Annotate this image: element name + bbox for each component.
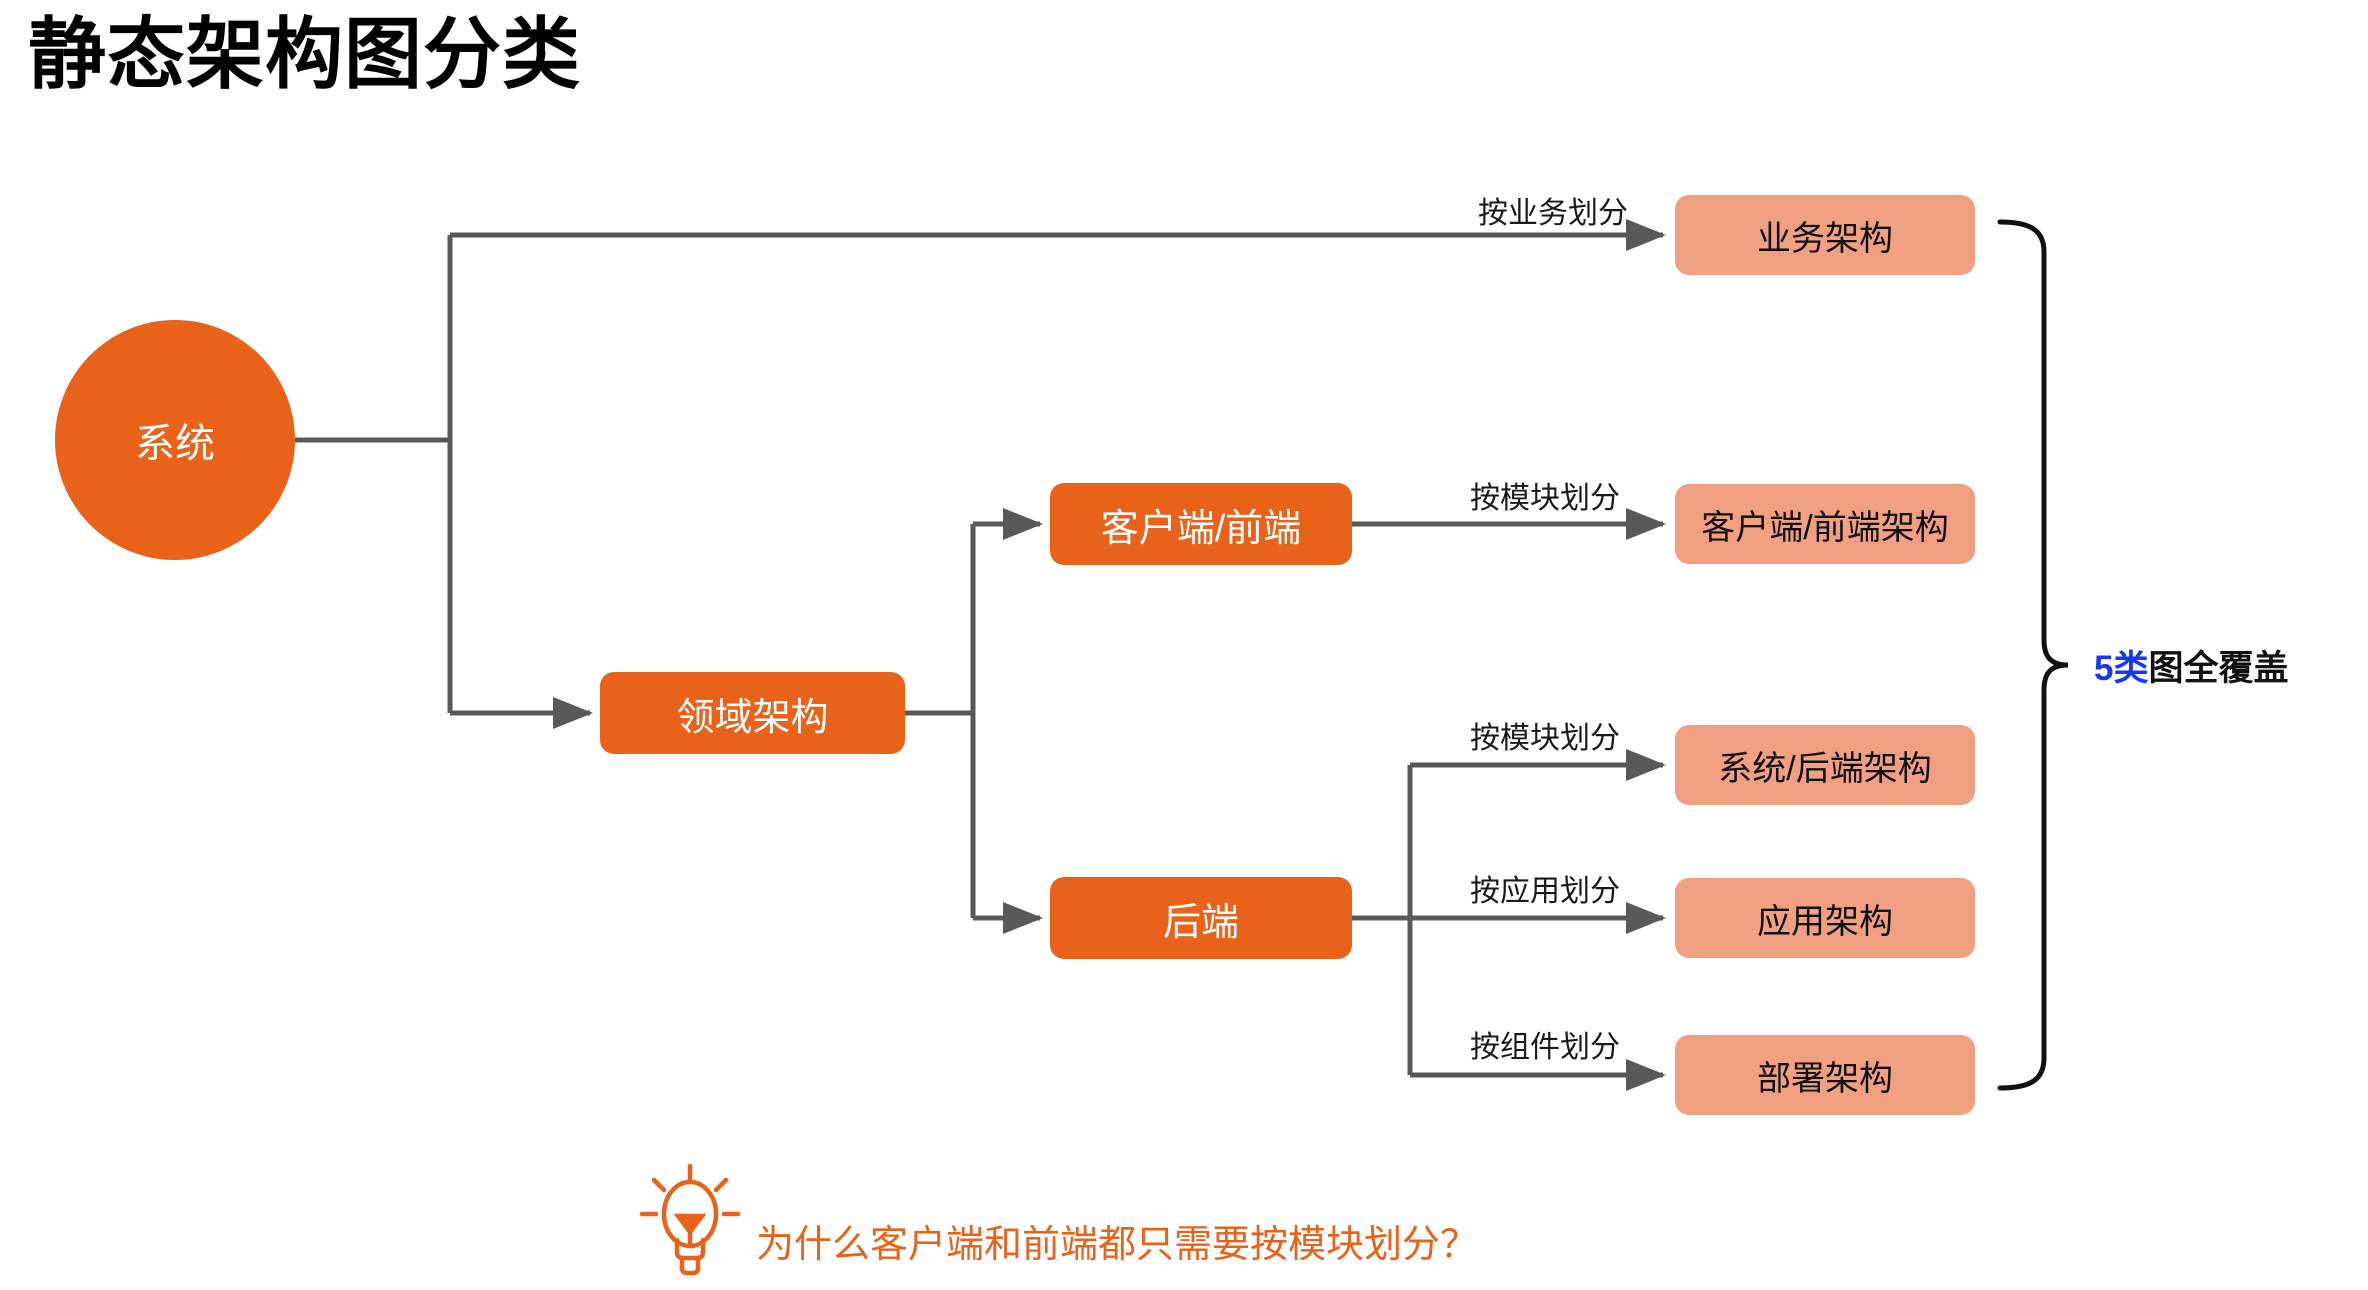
node-domain-architecture-label: 领域架构: [676, 696, 829, 739]
edge-label-backend-by-application: 按应用划分: [1470, 875, 1620, 908]
page-title: 静态架构图分类: [28, 10, 582, 98]
hint-text: 为什么客户端和前端都只需要按模块划分？: [756, 1223, 1479, 1266]
node-client-frontend[interactable]: 客户端/前端: [1050, 483, 1352, 565]
node-application-architecture[interactable]: 应用架构: [1675, 878, 1975, 958]
summary-rest: 图全覆盖: [2148, 649, 2289, 688]
edge-label-by-business: 按业务划分: [1478, 197, 1628, 230]
node-system[interactable]: 系统: [55, 320, 295, 560]
node-client-frontend-architecture-label: 客户端/前端架构: [1701, 508, 1949, 547]
node-backend[interactable]: 后端: [1050, 877, 1352, 959]
node-system-label: 系统: [135, 422, 215, 466]
summary-annotation: 5类图全覆盖: [2094, 640, 2288, 691]
hint-row: 为什么客户端和前端都只需要按模块划分？: [630, 1158, 1478, 1278]
node-client-frontend-label: 客户端/前端: [1100, 507, 1302, 550]
node-system-backend-architecture[interactable]: 系统/后端架构: [1675, 725, 1975, 805]
node-business-architecture-label: 业务架构: [1757, 219, 1893, 258]
node-deployment-architecture-label: 部署架构: [1757, 1059, 1893, 1098]
edge-label-backend-by-module: 按模块划分: [1470, 722, 1620, 755]
node-deployment-architecture[interactable]: 部署架构: [1675, 1035, 1975, 1115]
node-domain-architecture[interactable]: 领域架构: [600, 672, 905, 754]
lightbulb-icon: [630, 1158, 750, 1278]
node-business-architecture[interactable]: 业务架构: [1675, 195, 1975, 275]
node-system-backend-architecture-label: 系统/后端架构: [1718, 749, 1932, 788]
node-backend-label: 后端: [1162, 901, 1239, 944]
summary-highlight: 5类: [2094, 649, 2149, 688]
node-client-frontend-architecture[interactable]: 客户端/前端架构: [1675, 484, 1975, 564]
edge-label-backend-by-component: 按组件划分: [1470, 1031, 1620, 1064]
edge-label-client-by-module: 按模块划分: [1470, 482, 1620, 515]
node-application-architecture-label: 应用架构: [1757, 902, 1893, 941]
